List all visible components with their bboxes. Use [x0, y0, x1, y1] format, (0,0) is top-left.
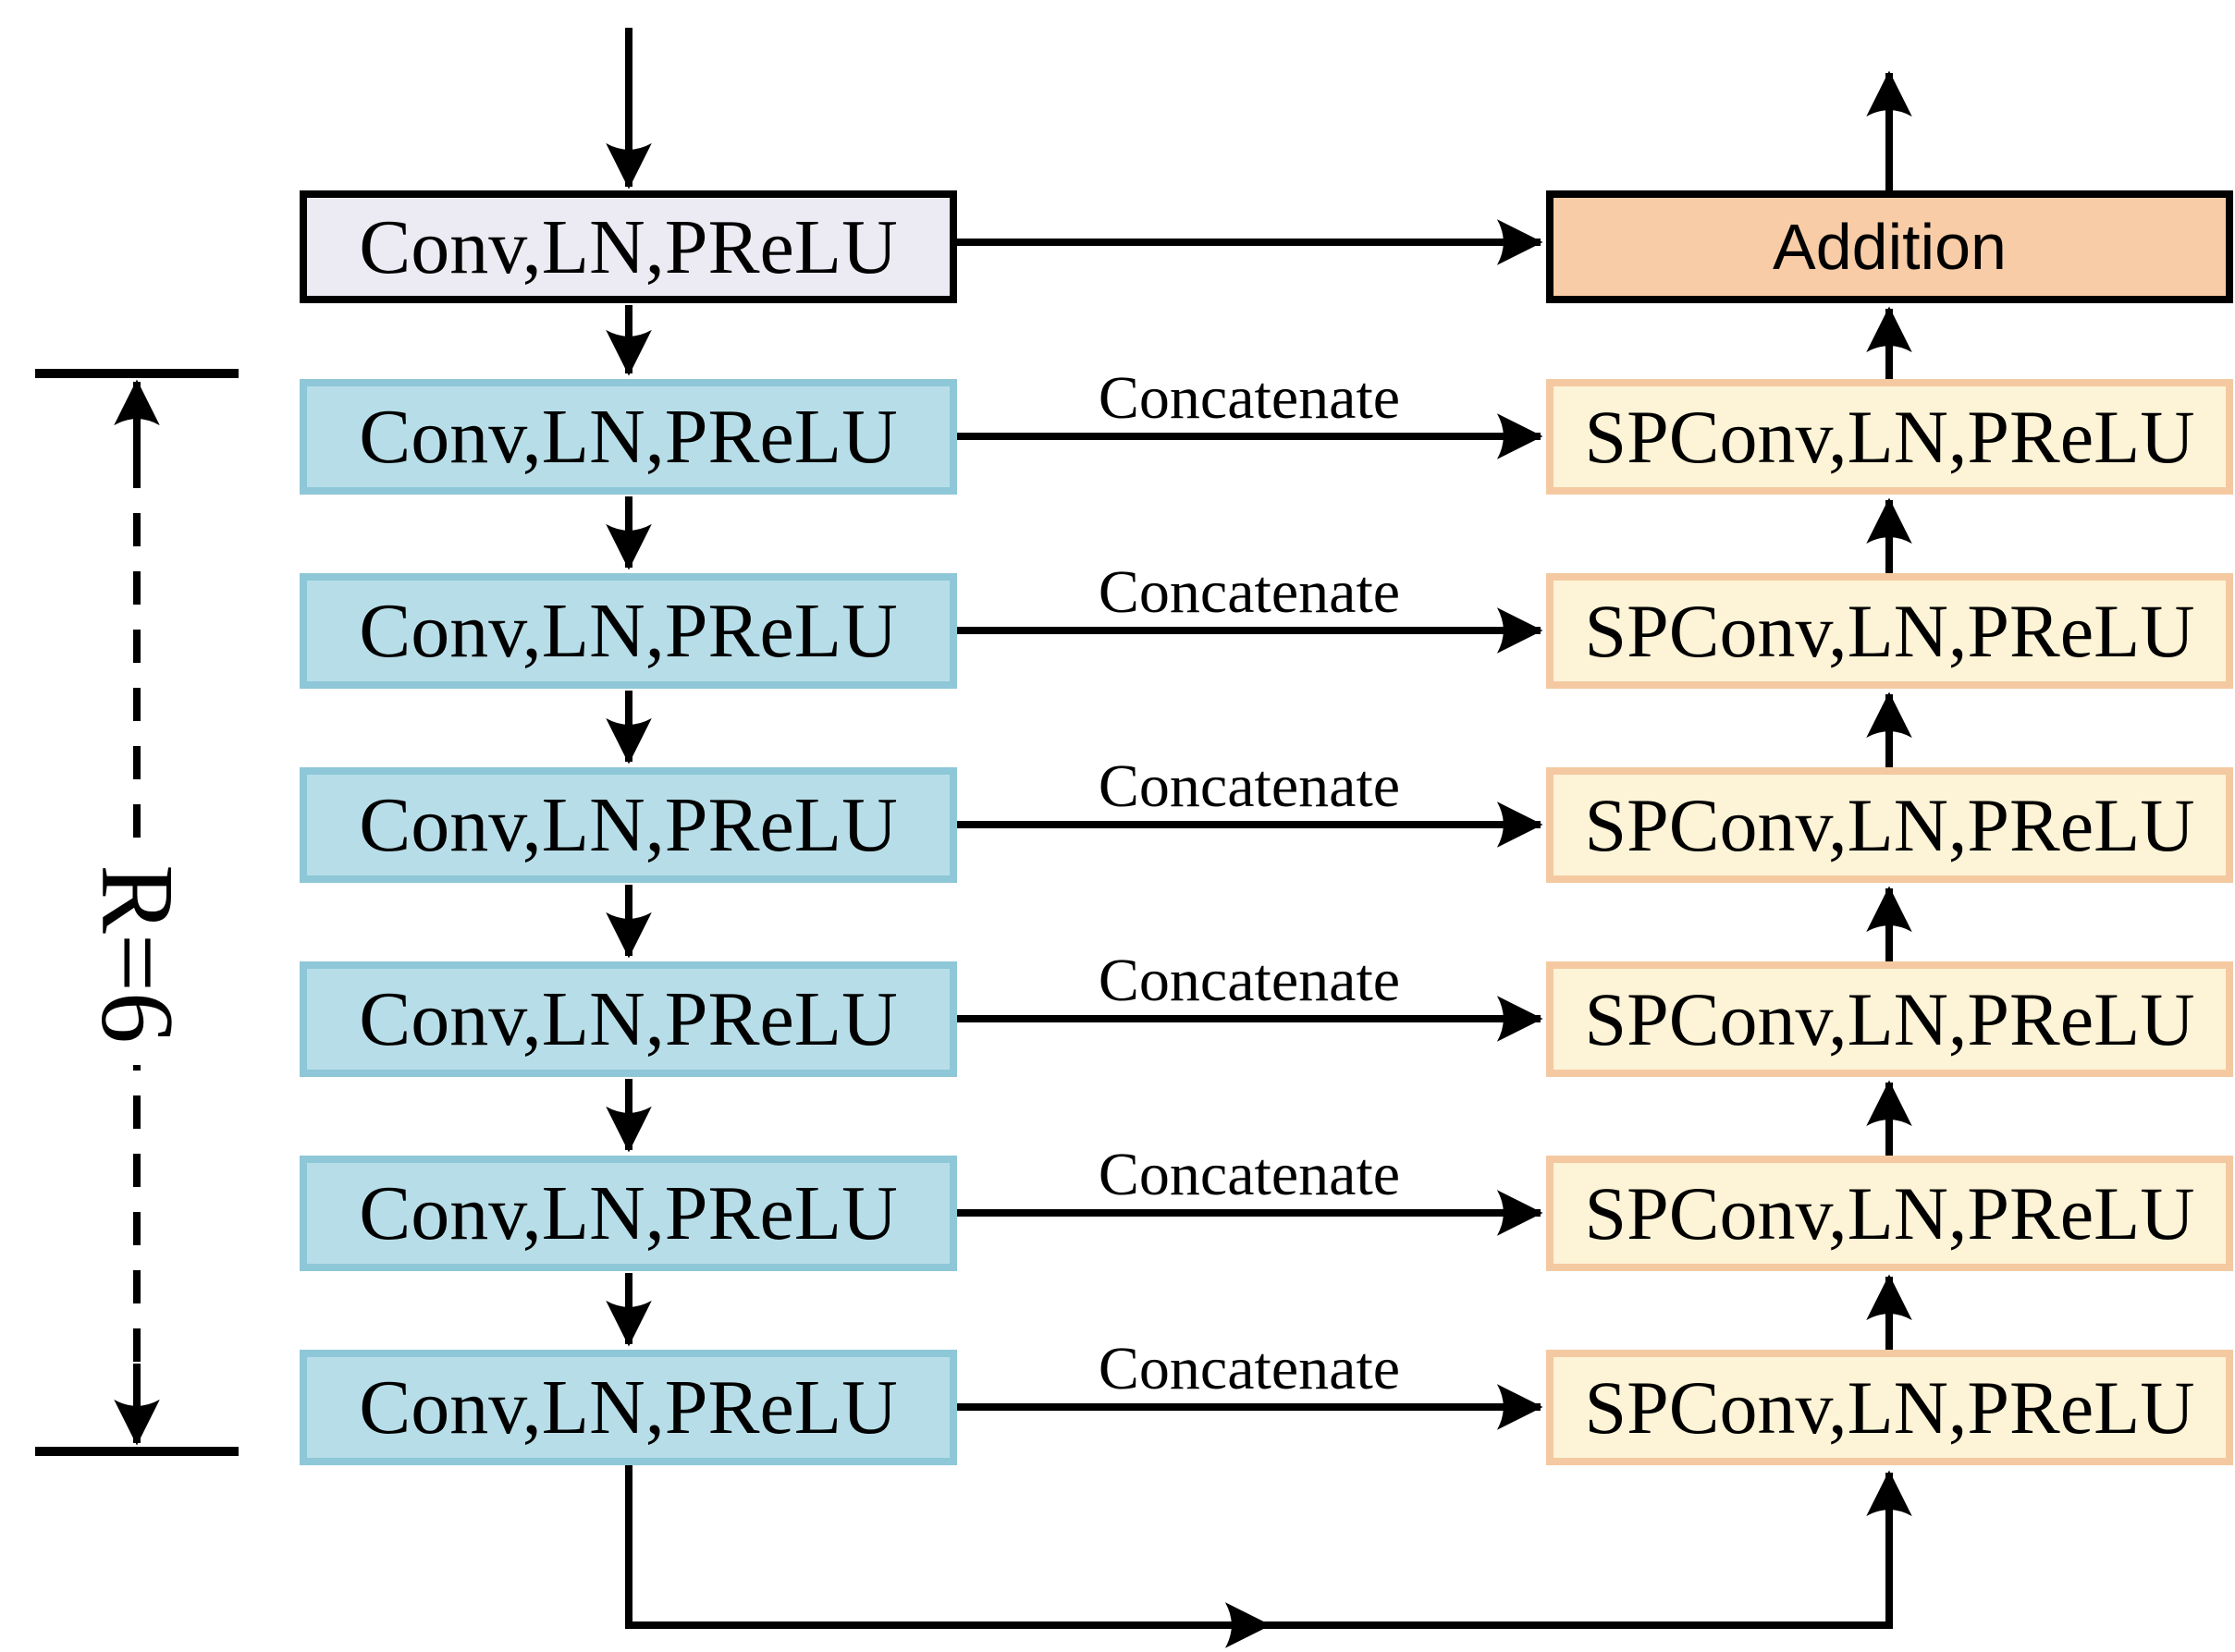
repeat-count-label: R=6 — [80, 843, 195, 1065]
spconv-block-row-3: SPConv,LN,PReLU — [1546, 767, 2233, 883]
spconv-block-row-4: SPConv,LN,PReLU — [1546, 961, 2233, 1077]
conv-block-row-5: Conv,LN,PReLU — [300, 1156, 957, 1271]
concatenate-label-row-2: Concatenate — [1098, 558, 1401, 626]
bottom-path-right — [1259, 1470, 1912, 1629]
conv-ln-prelu-input-block: Conv,LN,PReLU — [300, 190, 957, 303]
conv-block-row-2: Conv,LN,PReLU — [300, 573, 957, 689]
spconv-block-row-5: SPConv,LN,PReLU — [1546, 1156, 2233, 1271]
conv-block-row-6: Conv,LN,PReLU — [300, 1350, 957, 1465]
conv-block-row-3: Conv,LN,PReLU — [300, 767, 957, 883]
spconv-block-row-6: SPConv,LN,PReLU — [1546, 1350, 2233, 1465]
concatenate-label-row-6: Concatenate — [1098, 1335, 1401, 1402]
conv-block-row-1: Conv,LN,PReLU — [300, 379, 957, 495]
bottom-path-left — [625, 1465, 1271, 1648]
addition-block: Addition — [1546, 190, 2233, 303]
concatenate-label-row-3: Concatenate — [1098, 753, 1401, 820]
concatenate-label-row-1: Concatenate — [1098, 364, 1401, 432]
spconv-block-row-1: SPConv,LN,PReLU — [1546, 379, 2233, 495]
spconv-block-row-2: SPConv,LN,PReLU — [1546, 573, 2233, 689]
concatenate-label-row-4: Concatenate — [1098, 947, 1401, 1014]
conv-block-row-4: Conv,LN,PReLU — [300, 961, 957, 1077]
concatenate-label-row-5: Concatenate — [1098, 1141, 1401, 1208]
